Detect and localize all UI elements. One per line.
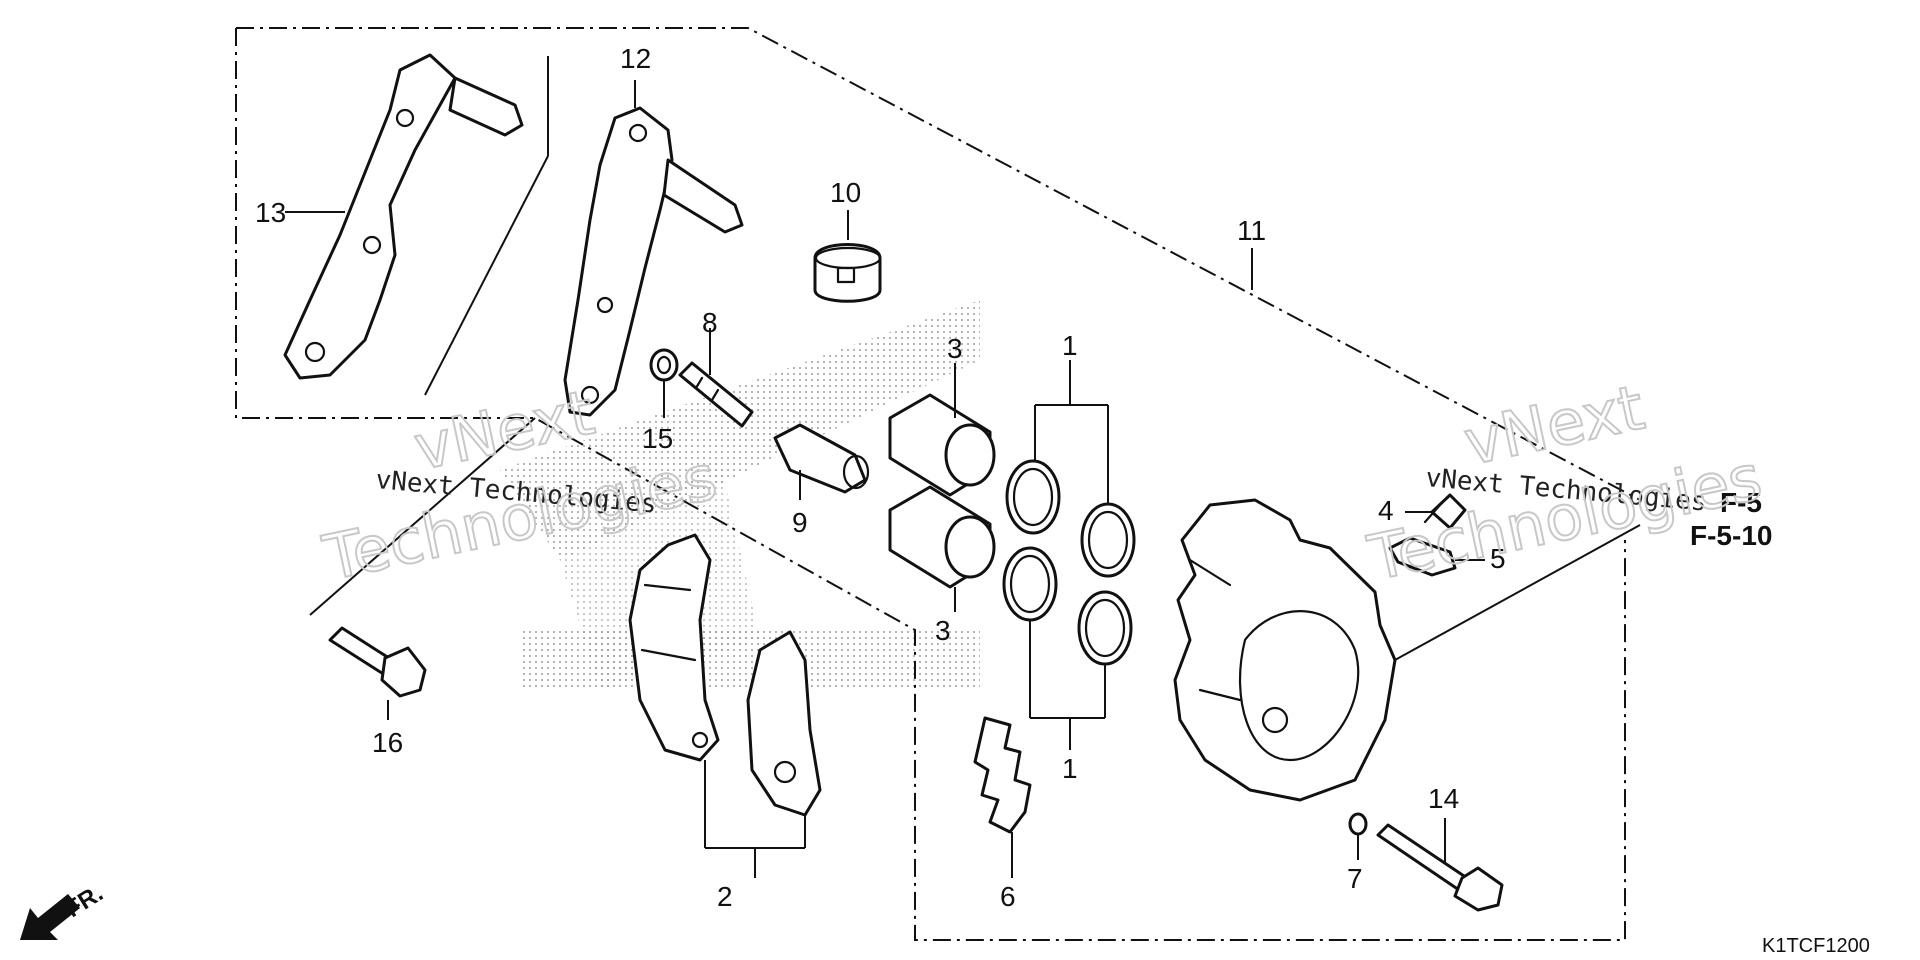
callout-7: 7 xyxy=(1347,863,1363,894)
ref-page-f5: F-5 xyxy=(1720,487,1762,518)
reference-pages: F-5 F-5-10 xyxy=(1690,487,1772,551)
bolt-part-16 xyxy=(328,626,427,698)
pin-bolt-part-14 xyxy=(1376,823,1504,912)
seals-part-1 xyxy=(1002,459,1136,666)
pin-part-9 xyxy=(773,423,870,494)
cap-part-10 xyxy=(813,243,882,303)
assembly-boundary xyxy=(235,27,1641,941)
callout-15: 15 xyxy=(642,423,673,454)
watermark-brand-right: vNext xyxy=(1458,371,1650,480)
bracket-part-12 xyxy=(563,106,744,417)
watermark-name-right: Technologies xyxy=(1362,440,1768,594)
spring-clip-part-6 xyxy=(973,716,1032,834)
background-stipple xyxy=(500,300,980,690)
front-direction-indicator: FR. xyxy=(20,880,108,940)
piston-part-3-upper xyxy=(888,393,996,497)
callout-14: 14 xyxy=(1428,783,1459,814)
callout-10: 10 xyxy=(830,177,861,208)
brake-pads-part-2 xyxy=(628,533,822,817)
cap-part-5 xyxy=(1388,536,1457,577)
bracket-part-13 xyxy=(283,53,549,396)
callout-5: 5 xyxy=(1490,543,1506,574)
callout-1-bottom: 1 xyxy=(1062,753,1078,784)
washer-part-15 xyxy=(649,348,679,382)
bleeder-part-4 xyxy=(1423,493,1467,530)
pin-part-8 xyxy=(678,361,754,428)
callout-12: 12 xyxy=(620,43,651,74)
callout-4: 4 xyxy=(1378,495,1394,526)
front-arrow-icon xyxy=(20,894,80,940)
callout-3-top: 3 xyxy=(947,333,963,364)
callout-2: 2 xyxy=(717,881,733,912)
caliper-body xyxy=(1173,498,1397,802)
leader-lines xyxy=(285,80,1641,878)
piston-part-3-lower xyxy=(888,485,996,589)
callout-1-top: 1 xyxy=(1062,330,1078,361)
washer-part-7 xyxy=(1348,812,1368,836)
callout-6: 6 xyxy=(1000,881,1016,912)
callout-16: 16 xyxy=(372,727,403,758)
diagram-code: K1TCF1200 xyxy=(1762,935,1870,957)
callouts: 13 12 10 11 8 15 9 3 3 1 1 2 6 7 14 4 5 … xyxy=(255,43,1506,912)
callout-3-bottom: 3 xyxy=(935,615,951,646)
callout-9: 9 xyxy=(792,507,808,538)
callout-8: 8 xyxy=(702,307,718,338)
ref-page-f5-10: F-5-10 xyxy=(1690,520,1772,551)
callout-13: 13 xyxy=(255,197,286,228)
callout-11: 11 xyxy=(1237,215,1266,246)
